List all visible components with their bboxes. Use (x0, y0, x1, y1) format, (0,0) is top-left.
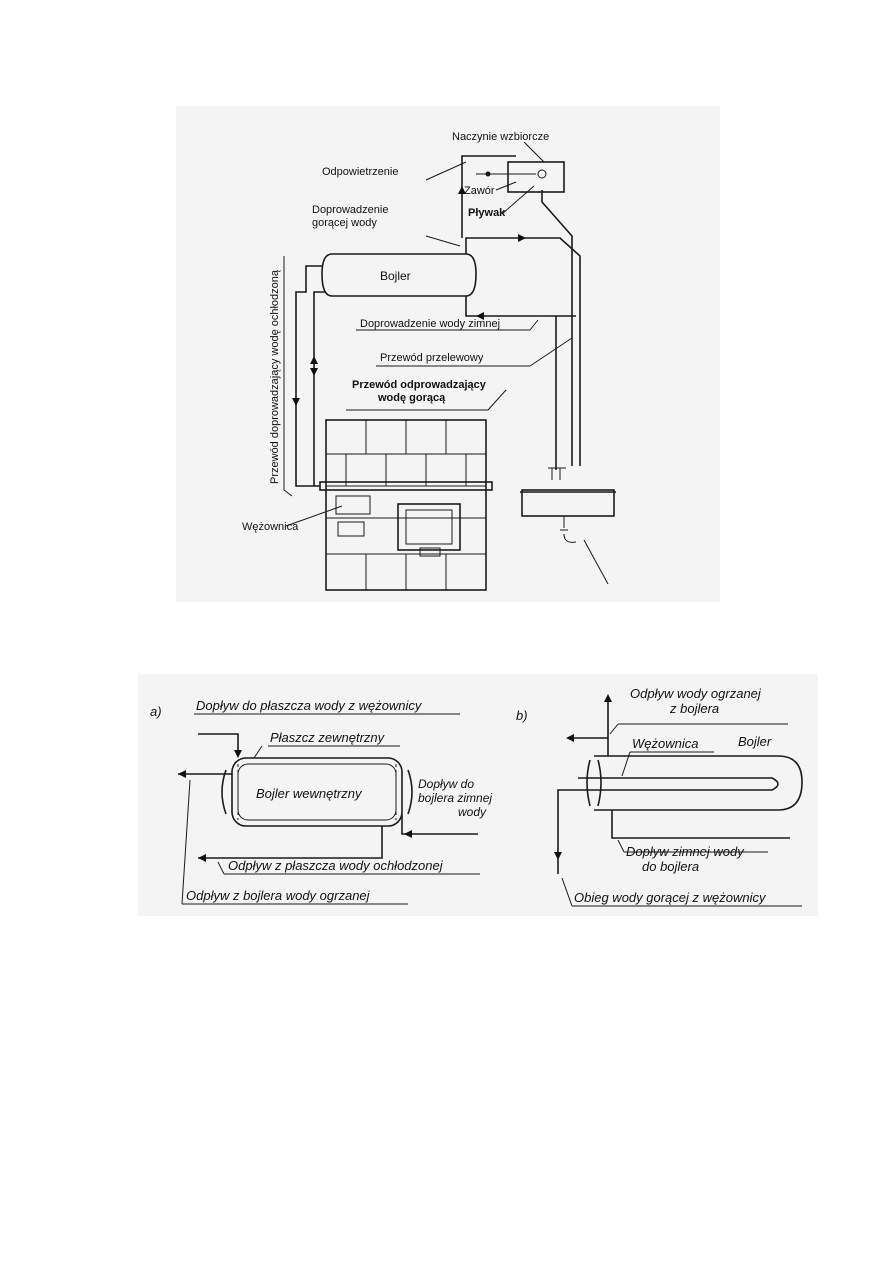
b-coil (578, 777, 779, 791)
label-b-heated-outflow-line2: z bojlera (669, 701, 719, 716)
b-boiler-tank (594, 755, 803, 811)
label-a-inner-boiler: Bojler wewnętrzny (256, 786, 363, 801)
label-boiler: Bojler (380, 269, 411, 283)
heating-system-diagram: Naczynie wzbiorcze Odpowietrzenie Zawór … (176, 106, 720, 602)
label-b-hot-circulation: Obieg wody gorącej z wężownicy (574, 890, 767, 905)
cold-arrow-left (476, 312, 484, 320)
label-a-cold-inflow-line2: bojlera zimnej (418, 791, 492, 805)
label-expansion-vessel: Naczynie wzbiorcze (452, 131, 549, 143)
leader-lines (283, 141, 573, 527)
heating-system-drawing: Naczynie wzbiorcze Odpowietrzenie Zawór … (242, 131, 616, 591)
label-cold-water-supply: Doprowadzenie wody zimnej (360, 318, 500, 330)
outer-jacket (231, 757, 403, 827)
panel-b-letter: b) (516, 708, 528, 723)
label-b-cold-inflow-line1: Dopływ zimnej wody (626, 844, 745, 859)
flow-arrows (292, 186, 526, 406)
label-hot-water-outlet-pipe-line1: Przewód odprowadzający (352, 379, 487, 391)
label-a-cooled-outflow: Odpływ z płaszcza wody ochłodzonej (228, 858, 444, 873)
label-a-cold-inflow-line3: wody (458, 805, 487, 819)
label-a-outer-jacket: Płaszcz zewnętrzny (270, 730, 386, 745)
label-coil: Wężownica (242, 521, 299, 533)
label-a-inflow-jacket: Dopływ do płaszcza wody z wężownicy (196, 698, 423, 713)
panel-a-letter: a) (150, 704, 162, 719)
label-b-heated-outflow-line1: Odpływ wody ogrzanej (630, 686, 762, 701)
label-hot-water-supply-text-line2: gorącej wody (312, 217, 377, 229)
inner-boiler (237, 763, 397, 821)
flow-arrow-up (310, 356, 318, 364)
label-float: Pływak (468, 207, 506, 219)
flow-arrow-down (310, 368, 318, 376)
label-overflow-pipe: Przewód przelewowy (380, 352, 484, 364)
sink (520, 467, 616, 585)
boiler-variants-diagram: a) Dopływ do płaszc (138, 674, 818, 916)
panel-a: a) Dopływ do płaszc (150, 698, 492, 905)
label-cooled-water-pipe: Przewód doprowadzający wodę ochłodzoną (269, 269, 281, 484)
label-b-coil: Wężownica (632, 736, 698, 751)
label-hot-water-outlet-pipe-line2: wodę gorącą (377, 392, 446, 404)
label-b-cold-inflow-line2: do bojlera (642, 859, 699, 874)
label-b-boiler: Bojler (738, 734, 772, 749)
label-hot-water-supply-text-line1: Doprowadzenie (312, 204, 388, 216)
label-a-cold-inflow-line1: Dopływ do (418, 777, 474, 791)
label-valve: Zawór (464, 185, 495, 197)
label-vent: Odpowietrzenie (322, 166, 398, 178)
panel-b: b) Odpływ wody ogrz (516, 686, 803, 907)
expansion-vessel (476, 161, 565, 193)
tiled-stove (319, 419, 493, 591)
label-a-heated-outflow: Odpływ z bojlera wody ogrzanej (186, 888, 371, 903)
pipes (295, 155, 581, 487)
hot-arrow-right (518, 234, 526, 242)
vent-arrow-up (458, 186, 466, 194)
boiler-variants-drawing: a) Dopływ do płaszc (150, 686, 803, 907)
flow-arrow-down-2 (292, 398, 300, 406)
